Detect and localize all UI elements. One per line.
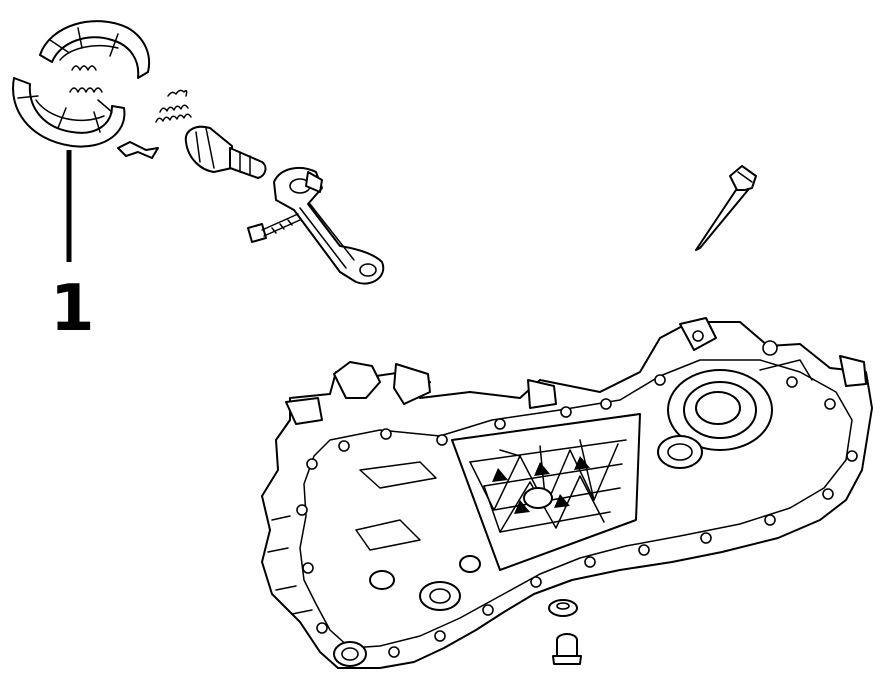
callout-label: 1 (50, 272, 95, 346)
brake-shoes[interactable] (12, 20, 150, 148)
drain-plug (552, 633, 582, 665)
brake-cam-shaft (184, 125, 267, 179)
lever-bolt (247, 213, 301, 243)
crankcase-housing (261, 317, 873, 669)
flange-bolt-holes (296, 330, 858, 658)
brake-lever-arm (273, 166, 385, 285)
drain-washer (548, 599, 578, 617)
callout-1: 1 (50, 150, 95, 346)
bearing-bore (657, 369, 773, 469)
spring (155, 89, 192, 123)
retaining-clip (117, 141, 159, 159)
oil-dipstick-screw (695, 165, 757, 251)
